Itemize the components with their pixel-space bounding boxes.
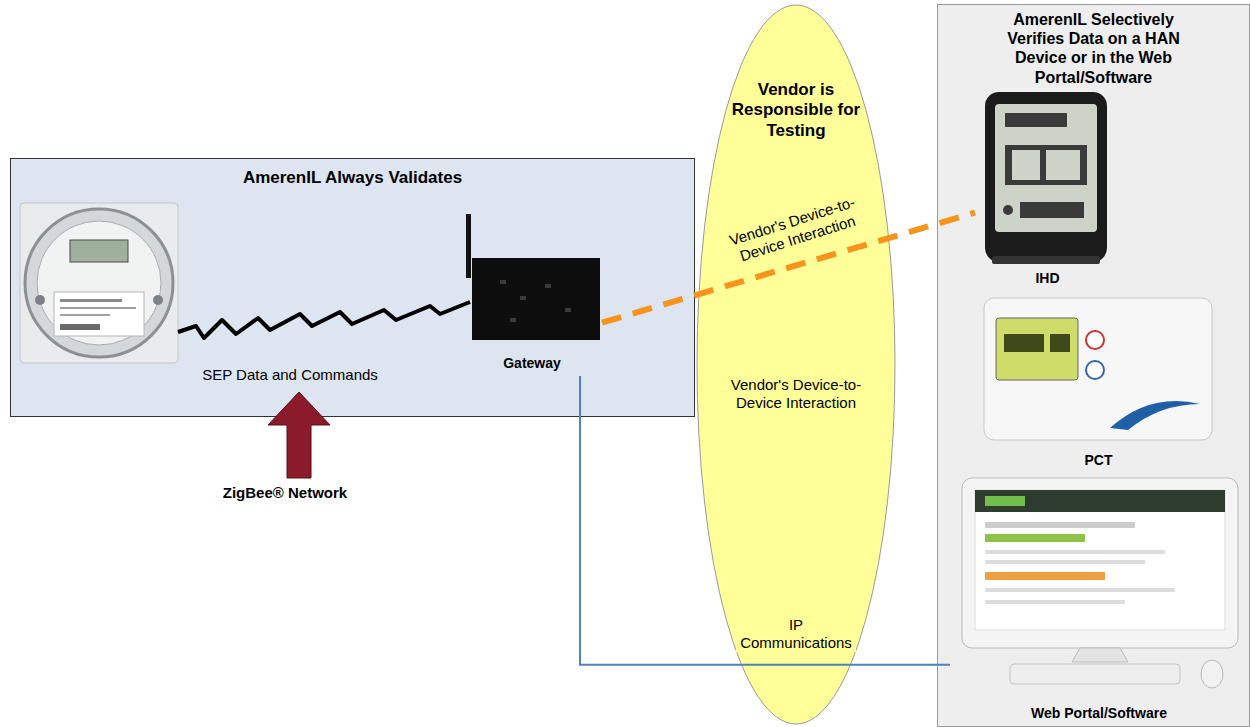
meter-screw: [153, 295, 163, 305]
ihd-segment: [1020, 202, 1084, 218]
keyboard: [1010, 664, 1180, 684]
ihd-segment: [1005, 145, 1087, 185]
gateway-vent: [545, 284, 551, 288]
meter-screw: [35, 295, 45, 305]
gateway-antenna: [466, 214, 471, 278]
label-holder: ZigBee® Network: [223, 484, 347, 502]
nameplate-line: [60, 299, 122, 302]
meter-backdrop: [20, 203, 178, 363]
region-heading: AmerenIL Always Validates: [243, 168, 462, 188]
network-annotation: ZigBee® Network: [223, 484, 347, 502]
edge-label-holder: Vendor's Device-to-Device Interaction: [720, 212, 870, 248]
meter-face: [37, 221, 161, 345]
meter-display: [70, 240, 128, 262]
ihd-icon: [1003, 205, 1013, 215]
portal-bar: [985, 534, 1085, 542]
device-label: PCT: [1085, 452, 1113, 469]
portal-line: [985, 560, 1145, 564]
mouse: [1201, 660, 1223, 688]
thermostat-logo-swoosh: [1110, 401, 1200, 430]
thermostat-button: [1086, 361, 1104, 379]
nameplate-line: [60, 314, 110, 316]
nameplate-line: [60, 307, 136, 309]
portal-line: [985, 600, 1125, 604]
gateway-vent: [510, 318, 516, 322]
gateway-body: [472, 258, 600, 340]
meter-illustration: [20, 203, 178, 363]
ihd-segment: [1005, 113, 1067, 127]
ihd-body: [985, 92, 1107, 262]
portal-line: [985, 550, 1165, 554]
ellipse-fill: [697, 5, 895, 724]
edge-label: IP Communications: [736, 616, 856, 652]
monitor-screen: [975, 490, 1225, 630]
link-annotation: SEP Data and Commands: [202, 366, 378, 384]
region-heading: AmerenIL Selectively Verifies Data on a …: [986, 10, 1201, 87]
thermostat-body: [984, 298, 1212, 440]
portal-bar: [985, 572, 1105, 580]
monitor-frame: [962, 478, 1238, 648]
ihd-segment-gap: [1012, 150, 1080, 180]
edge-label-holder: IP Communications: [736, 616, 856, 652]
ellipse-heading: Vendor is Responsible for Testing: [731, 80, 861, 141]
gateway-vent: [500, 280, 506, 284]
ihd-screen: [995, 104, 1097, 232]
device-label: Gateway: [503, 355, 561, 372]
gateway-vent: [520, 296, 526, 300]
device-label: Web Portal/Software: [1031, 705, 1167, 722]
thermostat-illustration: [984, 298, 1212, 440]
device-label: IHD: [1035, 270, 1059, 287]
ihd-segment: [1040, 150, 1046, 180]
portal-header: [975, 490, 1225, 512]
nameplate-line: [60, 324, 100, 330]
thermostat-display: [996, 318, 1078, 380]
label-holder: SEP Data and Commands: [202, 366, 378, 384]
portal-line: [985, 522, 1135, 528]
portal-line: [985, 588, 1175, 592]
meter-nameplate: [54, 292, 144, 336]
gateway-vent: [565, 308, 571, 312]
ihd-illustration: [985, 92, 1107, 264]
thermostat-digits: [1004, 334, 1044, 352]
portal-logo: [985, 496, 1025, 506]
thermostat-button: [1086, 331, 1104, 349]
interaction-note: Vendor's Device-to-Device Interaction: [721, 376, 871, 412]
monitor-stand: [1072, 648, 1128, 662]
ihd-stand: [992, 256, 1100, 264]
meter-glass: [25, 209, 173, 357]
thermostat-digits: [1050, 334, 1070, 352]
